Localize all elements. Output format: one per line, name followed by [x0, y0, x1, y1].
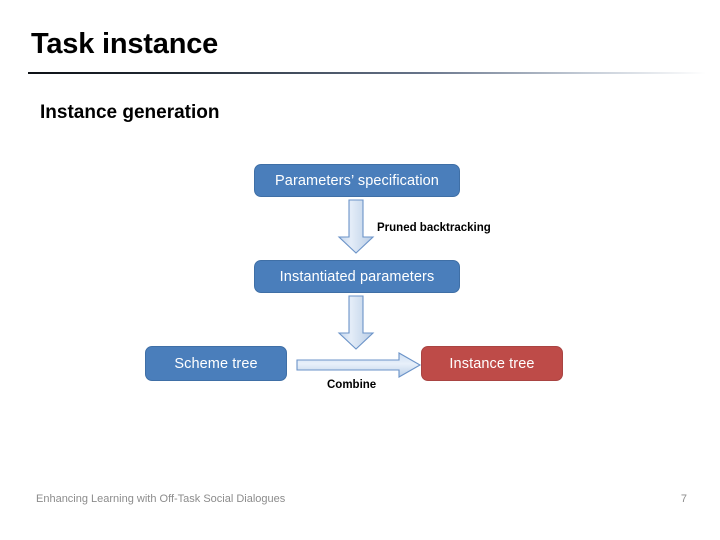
edge-label-pruned-backtracking: Pruned backtracking — [377, 222, 491, 234]
node-instance-tree[interactable]: Instance tree — [421, 346, 563, 381]
arrow-right-icon — [296, 352, 422, 378]
node-scheme-tree[interactable]: Scheme tree — [145, 346, 287, 381]
footer-title: Enhancing Learning with Off-Task Social … — [36, 493, 286, 505]
title-divider — [28, 72, 706, 74]
arrow-down-icon — [335, 199, 377, 255]
arrow-down-icon — [335, 295, 377, 351]
edge-label-combine: Combine — [327, 379, 377, 391]
node-instantiated-parameters[interactable]: Instantiated parameters — [254, 260, 460, 293]
footer-page-number: 7 — [680, 493, 687, 505]
node-parameters-specification[interactable]: Parameters’ specification — [254, 164, 460, 197]
section-heading: Instance generation — [40, 102, 220, 123]
page-title: Task instance — [31, 28, 219, 60]
